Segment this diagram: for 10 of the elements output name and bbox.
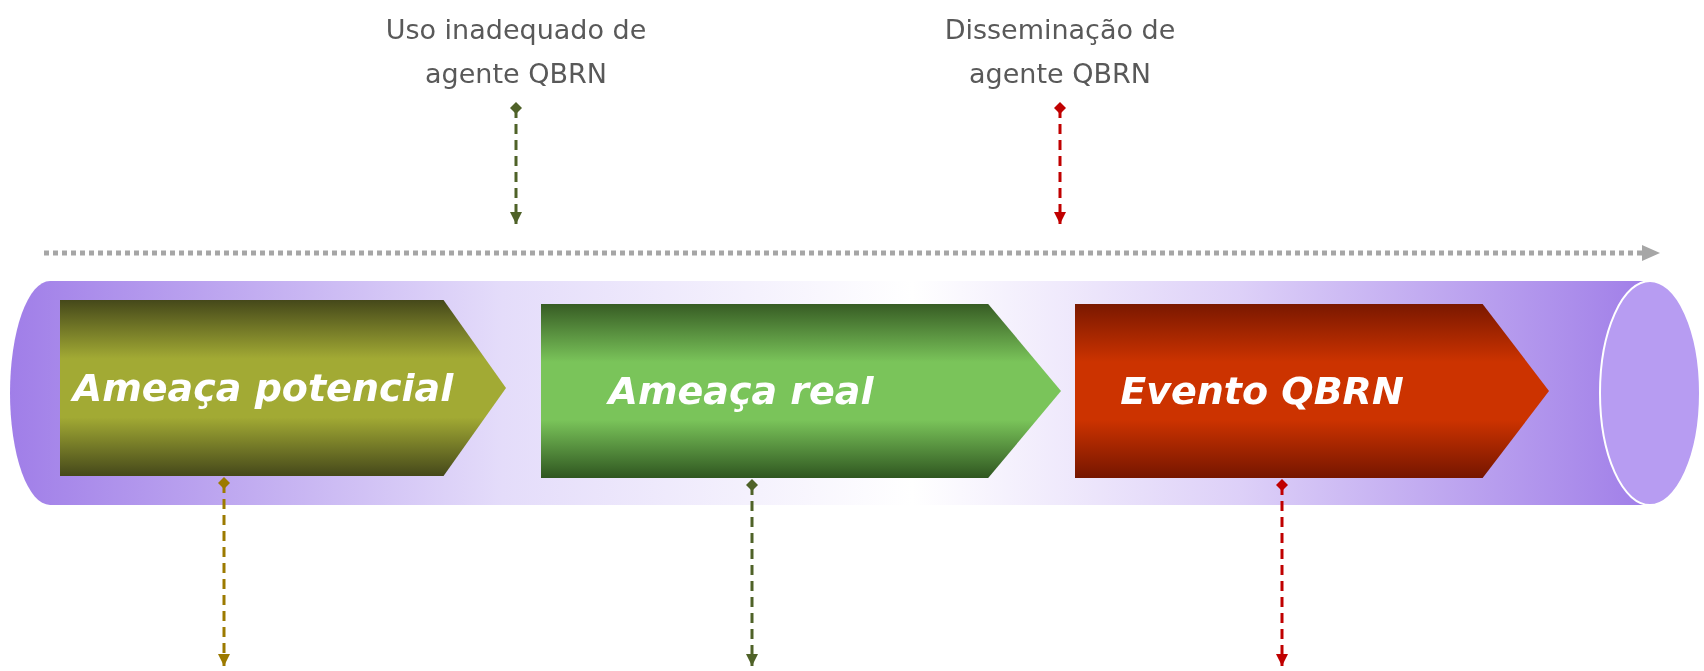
stage-label: Ameaça potencial: [72, 366, 454, 410]
annotation-text: Disseminação de agente QBRN: [900, 8, 1220, 96]
dashed-arrow: [746, 479, 758, 666]
dashed-arrow: [218, 477, 230, 666]
dashed-arrow: [1276, 479, 1288, 666]
dashed-arrow: [510, 102, 522, 224]
stage-label: Ameaça real: [608, 369, 874, 413]
dashed-arrow: [1054, 102, 1066, 224]
annotation-text: Uso inadequado de agente QBRN: [356, 8, 676, 96]
stage-label: Evento QBRN: [1120, 369, 1404, 413]
